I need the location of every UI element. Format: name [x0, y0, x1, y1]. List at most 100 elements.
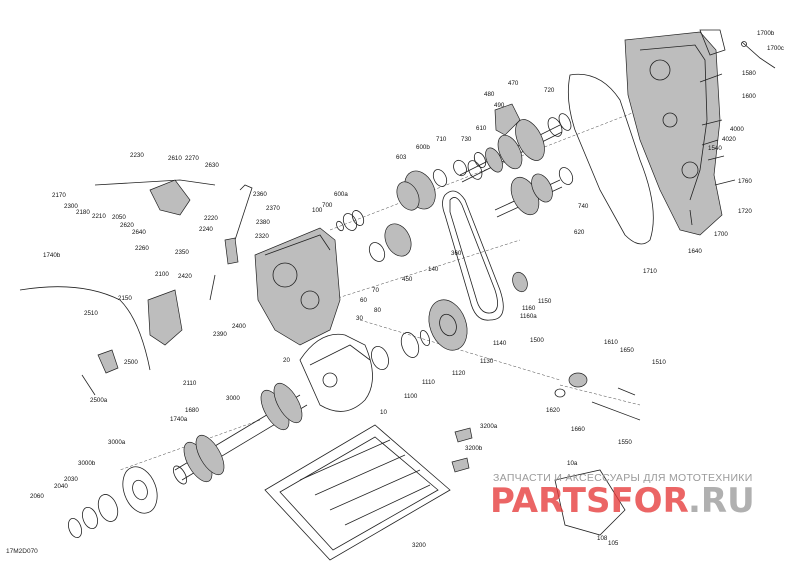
callout-1580: 1580: [742, 70, 756, 77]
callout-620: 620: [574, 229, 585, 236]
callout-80: 80: [374, 307, 381, 314]
callout-730: 730: [461, 136, 472, 143]
callout-3200a: 3200a: [480, 423, 498, 430]
callout-2260: 2260: [135, 245, 149, 252]
cable-rod-part: [741, 41, 776, 69]
callout-710: 710: [436, 136, 447, 143]
callout-1700b: 1700b: [757, 30, 775, 37]
callout-1110: 1110: [422, 379, 435, 386]
chain-guide-part: [299, 333, 373, 412]
callout-2170: 2170: [52, 192, 66, 199]
callout-1550: 1550: [618, 439, 632, 446]
bearing-rings-part: [371, 329, 431, 371]
callout-2620: 2620: [120, 222, 134, 229]
callout-2150: 2150: [118, 295, 132, 302]
callout-1600: 1600: [742, 93, 756, 100]
callout-70: 70: [372, 287, 379, 294]
callout-108: 108: [597, 535, 608, 542]
callout-720: 720: [544, 87, 555, 94]
callout-4000: 4000: [730, 126, 744, 133]
watermark: ЗАПЧАСТИ И АКСЕССУАРЫ ДЛЯ МОТОТЕХНИКИ PA…: [490, 472, 755, 521]
callout-2640: 2640: [132, 229, 146, 236]
callout-1710: 1710: [643, 268, 657, 275]
cover-plate-part: [554, 469, 626, 536]
callout-450: 450: [402, 276, 413, 283]
small-sprocket-part: [512, 271, 528, 293]
callout-105: 105: [608, 540, 619, 547]
callout-1650: 1650: [620, 347, 634, 354]
callout-1120: 1120: [452, 370, 466, 377]
callout-3200b: 3200b: [465, 445, 483, 452]
washers-part: [336, 210, 365, 232]
callout-2500: 2500: [124, 359, 138, 366]
chaincase-housing-part: [254, 227, 341, 346]
callout-2060: 2060: [30, 493, 44, 500]
drive-chain-part: [442, 190, 504, 321]
callout-2240: 2240: [199, 226, 213, 233]
callout-470: 470: [508, 80, 519, 87]
callout-1680: 1680: [185, 407, 199, 414]
callout-1510: 1510: [652, 359, 666, 366]
callout-610: 610: [476, 125, 487, 132]
track-belt-part: [264, 424, 451, 561]
callout-1760: 1760: [738, 178, 752, 185]
callout-1700c: 1700c: [767, 45, 784, 52]
callout-3000: 3000: [226, 395, 240, 402]
upper-gear-shaft-part: [459, 113, 572, 183]
gear-cluster-part: [396, 152, 487, 211]
callout-1150: 1150: [538, 298, 552, 305]
callout-4020: 4020: [722, 136, 736, 143]
callout-1720: 1720: [738, 208, 752, 215]
callout-700: 700: [322, 202, 333, 209]
callout-2630: 2630: [205, 162, 219, 169]
chaincase-cover-part: [624, 29, 726, 236]
callout-2500a: 2500a: [90, 397, 108, 404]
callout-3000a: 3000a: [108, 439, 126, 446]
brake-cable-part: [19, 286, 151, 371]
callout-2110: 2110: [183, 380, 197, 387]
callout-2510: 2510: [84, 310, 98, 317]
lower-gear-shaft-part: [494, 167, 574, 218]
mount-bracket-part: [147, 289, 183, 346]
callout-1660: 1660: [571, 426, 585, 433]
callout-2370: 2370: [266, 205, 280, 212]
callout-1740b: 1740b: [43, 252, 61, 259]
callout-1140: 1140: [493, 340, 507, 347]
callout-2360: 2360: [253, 191, 267, 198]
callout-2210: 2210: [92, 213, 106, 220]
shift-linkage-part: [94, 179, 253, 301]
callout-2380: 2380: [256, 219, 270, 226]
callout-2400: 2400: [232, 323, 246, 330]
assembly-axis-lines: [119, 109, 641, 471]
bracket-part: [494, 103, 521, 136]
callout-2300: 2300: [64, 203, 78, 210]
callout-1640: 1640: [688, 248, 702, 255]
callout-740: 740: [578, 203, 589, 210]
callout-490: 490: [494, 102, 505, 109]
callout-2220: 2220: [204, 215, 218, 222]
lever-bracket-part: [81, 349, 119, 396]
bearing-housing-part: [68, 466, 158, 539]
callout-480: 480: [484, 91, 495, 98]
callout-1610: 1610: [604, 339, 618, 346]
gear-450-part: [368, 223, 412, 262]
callout-2270: 2270: [185, 155, 199, 162]
callout-2610: 2610: [168, 155, 182, 162]
callout-2180: 2180: [76, 209, 90, 216]
callout-600b: 600b: [416, 144, 430, 151]
callout-2390: 2390: [213, 331, 227, 338]
watermark-tagline: ЗАПЧАСТИ И АКСЕССУАРЫ ДЛЯ МОТОТЕХНИКИ: [493, 472, 753, 484]
callout-30: 30: [356, 315, 363, 322]
callout-2030: 2030: [64, 476, 78, 483]
callout-labels: 1700b1700c158016004000402015401760172017…: [30, 30, 784, 549]
gasket-part: [567, 73, 654, 245]
callout-2230: 2230: [130, 152, 144, 159]
watermark-brand-main: PARTSFOR: [490, 481, 689, 521]
callout-1620: 1620: [546, 407, 560, 414]
callout-1160: 1160: [522, 305, 536, 312]
callout-1100: 1100: [404, 393, 418, 400]
callout-10a: 10a: [567, 460, 578, 467]
callout-3000b: 3000b: [78, 460, 96, 467]
diagram-code: 17M2D070: [6, 548, 38, 555]
